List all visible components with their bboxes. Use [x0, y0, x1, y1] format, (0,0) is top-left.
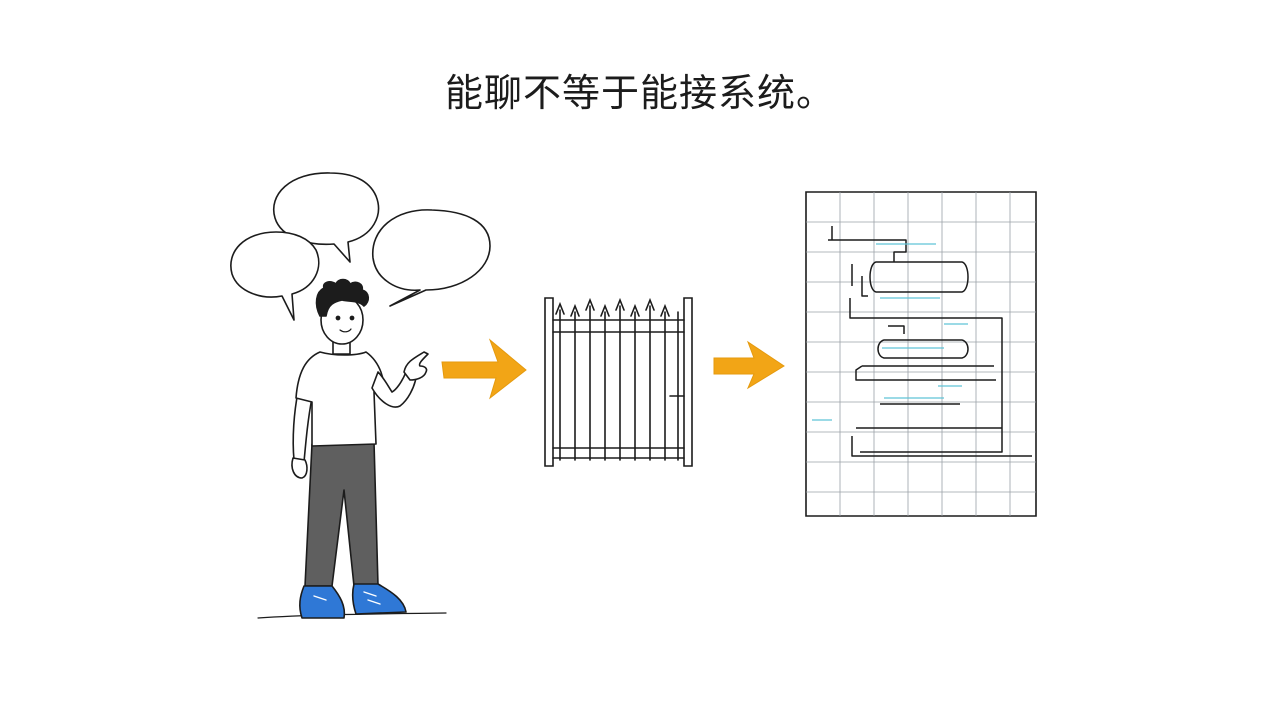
ground-line	[258, 613, 446, 618]
eye-left	[335, 315, 341, 321]
system-flow-lines	[828, 226, 1032, 456]
arrow-right-icon	[442, 340, 526, 398]
system-grid	[806, 192, 1036, 516]
gate-icon	[545, 298, 692, 466]
shirt	[296, 352, 384, 446]
speech-bubble-left	[231, 232, 319, 320]
page-title: 能聊不等于能接系统。	[444, 71, 835, 115]
gate-spikes	[556, 300, 669, 316]
person-pointing-icon	[258, 280, 446, 619]
shoe-right	[353, 584, 406, 614]
arrow-right-icon	[714, 342, 784, 388]
shoe-laces	[314, 592, 380, 604]
left-hand	[292, 458, 307, 478]
system-flowchart-icon	[806, 192, 1036, 516]
system-accent-lines	[812, 244, 968, 420]
speech-bubbles-icon	[231, 173, 490, 320]
pants	[305, 442, 378, 586]
shoe-left	[300, 586, 345, 618]
hair	[317, 280, 369, 317]
pointing-hand	[404, 352, 428, 380]
speech-bubble-right	[373, 210, 490, 306]
left-arm	[293, 392, 312, 462]
eye-right	[349, 315, 355, 321]
mouth	[340, 329, 351, 332]
gate-post-right	[684, 298, 692, 466]
gate-post-left	[545, 298, 553, 466]
